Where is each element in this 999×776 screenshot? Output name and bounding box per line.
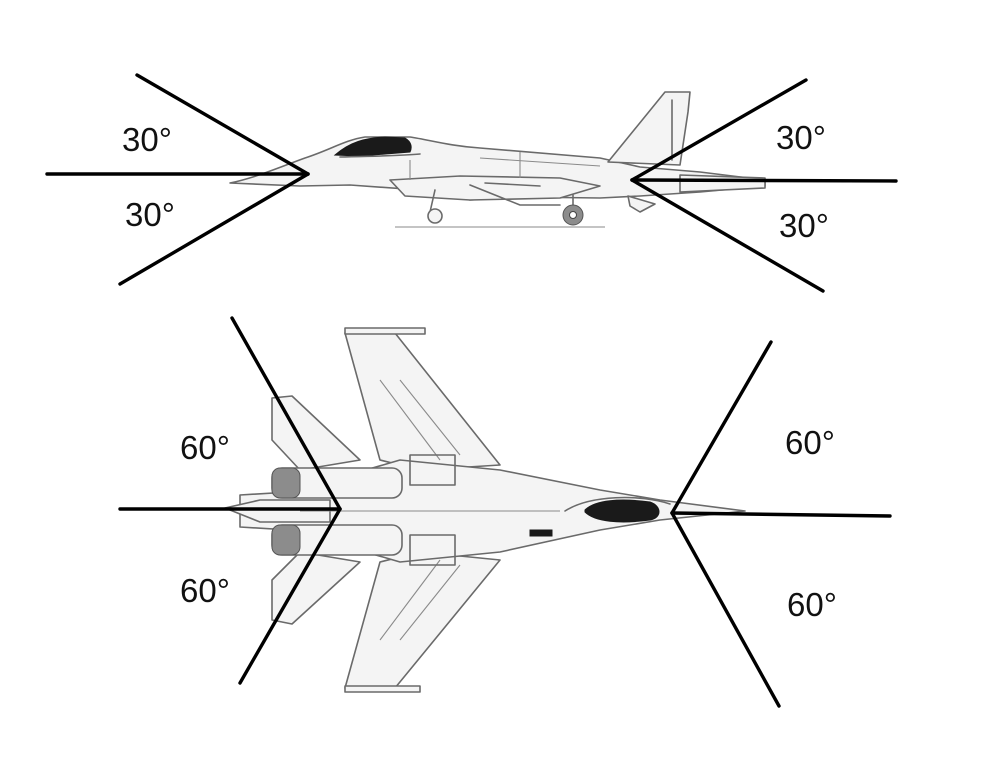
top-front-lower-ray (670, 511, 781, 708)
side-front-upper-angle-label: 30° (122, 121, 172, 158)
side-front-lower-angle-label: 30° (125, 196, 175, 233)
top-rear-upper-angle-label: 60° (180, 429, 230, 466)
side-rear-upper-angle-label: 30° (776, 119, 826, 156)
top-rear-lower-ray (238, 507, 342, 685)
top-front-lower-angle-label: 60° (787, 586, 837, 623)
side-front-lower-ray (118, 172, 310, 286)
top-front-horizontal-ray (670, 511, 892, 518)
top-view-rear-angle-lines (118, 316, 342, 685)
side-view-front-angle-lines (45, 73, 310, 286)
side-rear-horizontal-ray (630, 178, 898, 183)
side-rear-lower-angle-label: 30° (779, 207, 829, 244)
side-view-rear-angle-lines (630, 78, 898, 293)
side-rear-lower-ray (630, 178, 825, 293)
side-rear-upper-ray (630, 78, 808, 182)
top-rear-upper-ray (230, 316, 342, 511)
side-view-aircraft (229, 91, 766, 228)
top-rear-lower-angle-label: 60° (180, 572, 230, 609)
top-view-aircraft (224, 327, 746, 693)
top-view-front-angle-lines (670, 340, 892, 708)
top-front-upper-angle-label: 60° (785, 424, 835, 461)
top-front-upper-ray (670, 340, 773, 515)
side-front-upper-ray (135, 73, 310, 176)
